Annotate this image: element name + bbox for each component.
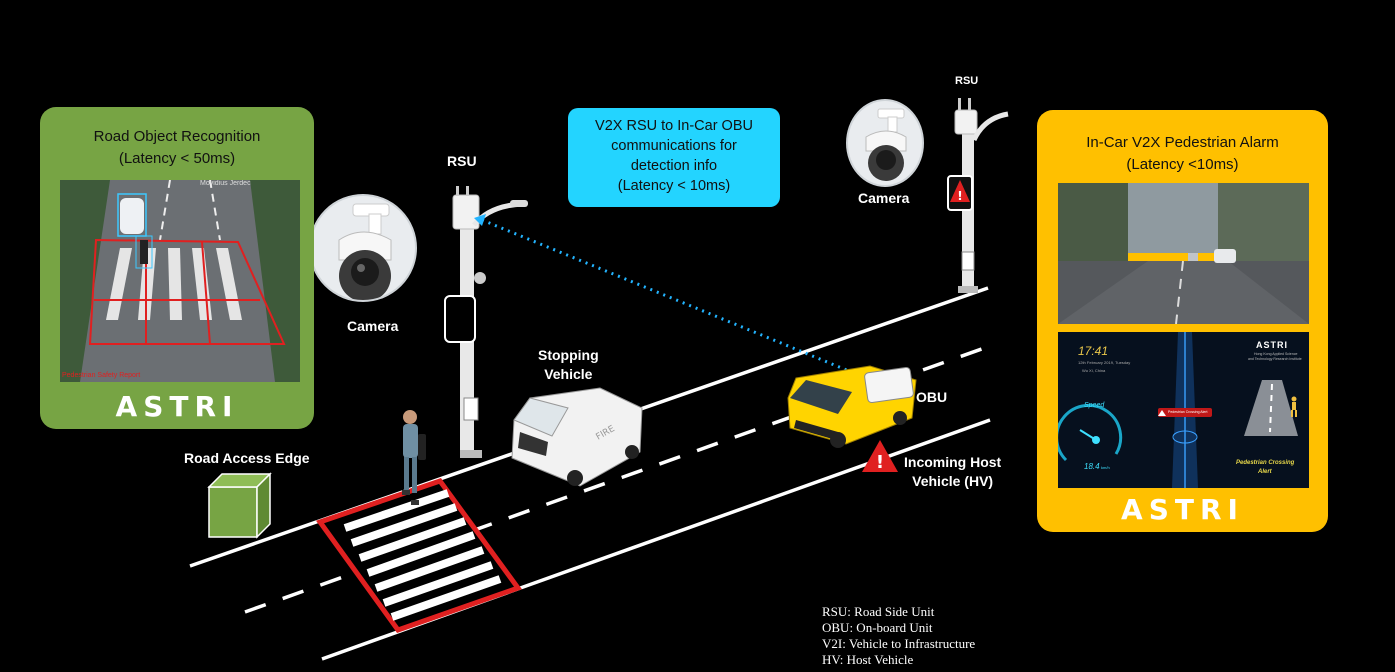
rsu-pole-right: !	[947, 98, 1009, 293]
stopping-vehicle-label: Stopping Vehicle	[538, 347, 599, 382]
screen-brand-sub1: Hong Kong Applied Science	[1254, 352, 1298, 356]
camera-left-label: Camera	[347, 318, 399, 334]
comm-line-4: (Latency < 10ms)	[617, 178, 731, 194]
panel-title: In-Car V2X Pedestrian Alarm	[1086, 134, 1279, 151]
dashcam-photo	[1058, 183, 1309, 324]
rsu-left-label: RSU	[447, 153, 477, 169]
camera-right-image	[846, 99, 924, 187]
screen-alert-line1: Pedestrian Crossing	[1236, 460, 1295, 466]
ptz-camera-icon	[865, 108, 907, 181]
warning-icon: !	[862, 440, 898, 473]
screen-brand: ASTRI	[1256, 340, 1288, 350]
photo-overlay-text-top: Movidius Jerdec	[200, 180, 251, 187]
pedestrian	[402, 410, 426, 505]
legend: RSU: Road Side Unit OBU: On-board Unit V…	[822, 604, 975, 668]
ptz-camera-icon	[338, 203, 392, 300]
screen-alert-chip: Pedestrian Crossing Alert	[1168, 410, 1208, 414]
stopping-vehicle: FIRE	[511, 387, 643, 487]
rsu-right-label: RSU	[955, 75, 979, 87]
rsu-pole-left	[444, 186, 528, 458]
screen-time: 17:41	[1078, 344, 1109, 358]
panel-title: Road Object Recognition	[93, 128, 261, 145]
screen-date: 12th February 2019, Tuesday	[1078, 360, 1131, 365]
screen-brand-sub2: and Technology Research Institute	[1248, 357, 1302, 361]
comm-line-1: V2X RSU to In-Car OBU	[595, 118, 753, 134]
legend-item: RSU: Road Side Unit	[822, 604, 935, 619]
in-car-pedestrian-alarm-panel: In-Car V2X Pedestrian Alarm (Latency <10…	[1037, 110, 1328, 532]
svg-text:!: !	[876, 452, 884, 473]
panel-latency: (Latency <10ms)	[1126, 156, 1239, 173]
pedestrian-icon	[1291, 396, 1297, 417]
screen-speed-unit: km/h	[1101, 465, 1110, 470]
obu-label: OBU	[916, 389, 948, 405]
svg-text:!: !	[957, 189, 962, 203]
camera-left-image	[309, 194, 417, 302]
incoming-host-vehicle-label: Incoming Host Vehicle (HV)	[904, 454, 1002, 489]
legend-item: HV: Host Vehicle	[822, 652, 914, 667]
road-access-edge-label: Road Access Edge	[184, 450, 310, 466]
screen-location: Wu Xi, China	[1082, 368, 1106, 373]
road-recognition-photo: Movidius Jerdec Pedestrian Safety Report	[60, 180, 300, 382]
legend-item: OBU: On-board Unit	[822, 620, 933, 635]
comm-line-2: communications for	[611, 138, 737, 154]
in-car-alert-screen: 17:41 12th February 2019, Tuesday Wu Xi,…	[1058, 332, 1309, 488]
road-object-recognition-panel: Road Object Recognition (Latency < 50ms)	[40, 107, 314, 429]
legend-item: V2I: Vehicle to Infrastructure	[822, 636, 976, 651]
host-vehicle	[787, 365, 917, 448]
crosswalk	[315, 478, 523, 633]
photo-overlay-text-bottom: Pedestrian Safety Report	[62, 372, 141, 379]
camera-right-label: Camera	[858, 190, 910, 206]
astri-logo: ASTRI	[1121, 493, 1244, 526]
astri-logo: ASTRI	[115, 390, 239, 423]
v2x-communications-box: V2X RSU to In-Car OBU communications for…	[568, 108, 780, 207]
road-access-edge-cube	[207, 472, 272, 539]
screen-speed-label: Speed	[1084, 402, 1105, 409]
panel-latency: (Latency < 50ms)	[118, 150, 236, 167]
screen-speed-value: 18.4	[1084, 462, 1100, 471]
screen-alert-line2: Alert	[1258, 469, 1272, 475]
comm-line-3: detection info	[630, 158, 718, 174]
